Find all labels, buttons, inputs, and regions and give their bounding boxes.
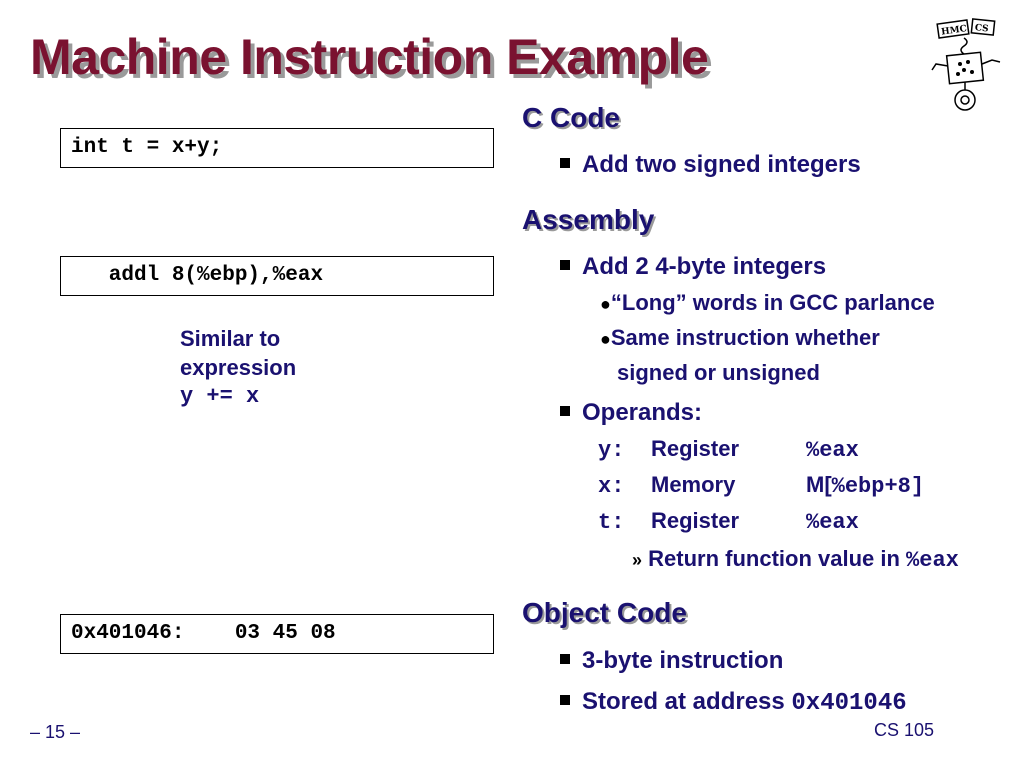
note-line2: expression	[180, 355, 297, 380]
slide-title: Machine Instruction Example	[30, 29, 709, 85]
bullet-text: Add 2 4-byte integers	[582, 253, 827, 280]
hmc-cs-mascot-logo: HMC CS	[931, 18, 1001, 111]
sub-bullet-text: “Long” words in GCC parlance	[610, 290, 935, 315]
bullet-square-icon	[560, 260, 570, 270]
page-number: – 15 –	[30, 722, 81, 742]
bullet-add-4byte: Add 2 4-byte integers	[560, 253, 826, 281]
heading-assembly: Assembly	[522, 204, 655, 235]
return-value-note: » Return function value in %eax	[632, 546, 959, 573]
raquo-bullet-icon: »	[632, 550, 643, 570]
return-code: %eax	[906, 548, 959, 573]
operand-name: t:	[598, 510, 625, 535]
bullet-dot-icon: ●	[600, 329, 611, 349]
sub-bullet-same-instruction: ●Same instruction whether signed or unsi…	[600, 321, 880, 389]
bullet-3byte: 3-byte instruction	[560, 647, 783, 675]
bullet-text: Operands:	[582, 399, 703, 426]
bullet-text: Add two signed integers	[582, 151, 861, 178]
bullet-text: 3-byte instruction	[582, 647, 784, 674]
bullet-text: Stored at address	[582, 688, 792, 715]
operand-location: M[%ebp+8]	[806, 472, 925, 499]
logo-label-cs: CS	[974, 23, 989, 34]
sub-bullet-text-cont: signed or unsigned	[617, 360, 820, 385]
sub-bullet-text: Same instruction whether	[610, 325, 880, 350]
bullet-stored-address: Stored at address 0x401046	[560, 688, 907, 717]
bullet-square-icon	[560, 158, 570, 168]
address-code: 0x401046	[791, 690, 907, 717]
operand-name: y:	[598, 438, 625, 463]
heading-c-code: C Code	[522, 102, 620, 133]
logo-label-hmc: HMC	[941, 24, 968, 37]
operand-kind: Memory	[651, 472, 736, 497]
heading-object-code: Object Code	[522, 597, 687, 628]
operand-name: x:	[598, 474, 625, 499]
object-code-box: 0x401046: 03 45 08	[60, 614, 494, 654]
bullet-square-icon	[560, 695, 570, 705]
bullet-operands: Operands:	[560, 399, 702, 427]
bullet-square-icon	[560, 654, 570, 664]
operand-kind: Register	[651, 508, 740, 533]
return-text: Return function value in	[648, 546, 907, 571]
similar-expression-note: Similar to expression y += x	[180, 324, 296, 411]
bullet-add-signed: Add two signed integers	[560, 151, 861, 179]
operand-kind: Register	[651, 436, 740, 461]
operand-location: %eax	[806, 438, 859, 463]
sub-bullet-long-words: ●“Long” words in GCC parlance	[600, 286, 935, 321]
assembly-code-box: addl 8(%ebp),%eax	[60, 256, 494, 296]
bullet-square-icon	[560, 406, 570, 416]
note-line3-code: y += x	[180, 384, 260, 409]
c-code-box: int t = x+y;	[60, 128, 494, 168]
operand-location: %eax	[806, 510, 859, 535]
course-label: CS 105	[874, 720, 935, 740]
note-line1: Similar to	[180, 326, 281, 351]
bullet-dot-icon: ●	[600, 294, 611, 314]
